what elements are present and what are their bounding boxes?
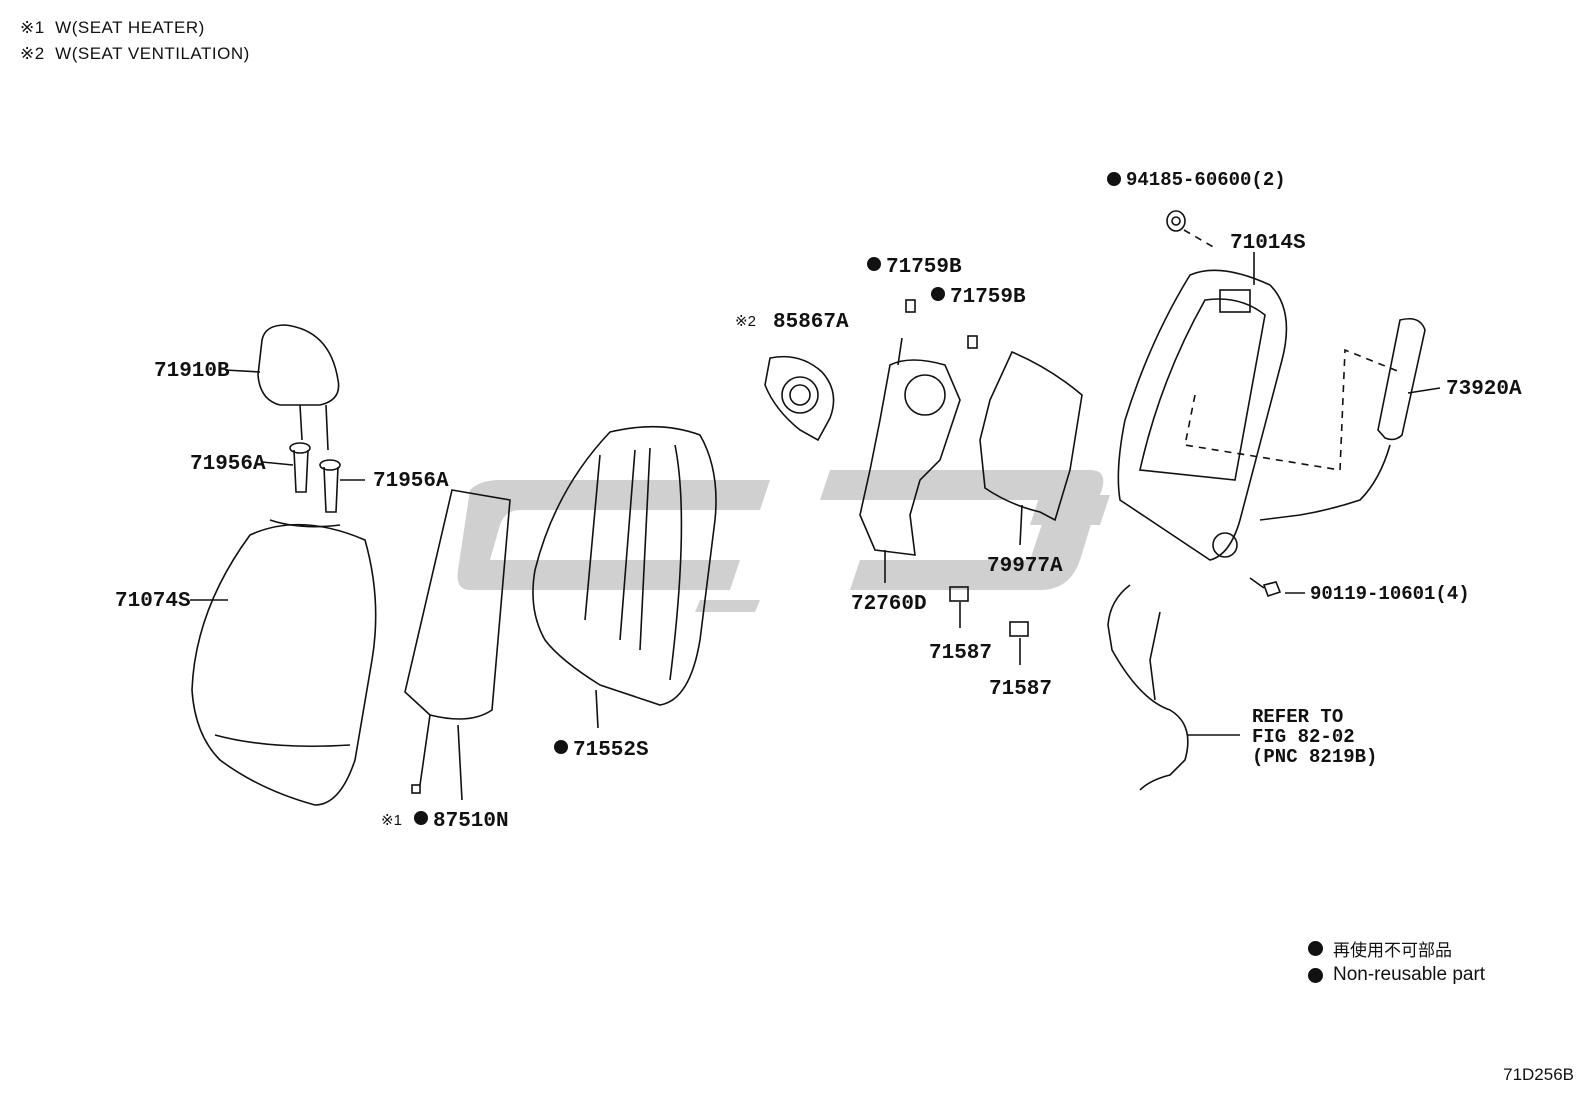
label-73920A[interactable]: 73920A: [1446, 378, 1522, 401]
label-87510N[interactable]: 87510N: [433, 810, 509, 833]
non-reusable-dot: [867, 257, 881, 271]
watermark-logo: [457, 470, 1110, 612]
non-reusable-dot: [554, 740, 568, 754]
label-71759B-upper[interactable]: 71759B: [886, 256, 962, 279]
non-reusable-dot: [414, 811, 428, 825]
label-94185-60600[interactable]: 94185-60600(2): [1126, 169, 1286, 191]
legend-jp-text: 再使用不可部品: [1333, 941, 1452, 961]
clip-lower: [967, 335, 978, 349]
seatback-pad: [532, 425, 717, 706]
headrest: [257, 324, 340, 451]
label-71014S[interactable]: 71014S: [1230, 232, 1306, 255]
figure-code: 71D256B: [1503, 1065, 1574, 1084]
label-85867A[interactable]: 85867A: [773, 311, 849, 334]
legend-en: Non-reusable part: [1308, 964, 1485, 986]
headrest-guide-right: [319, 459, 341, 513]
label-90119-10601[interactable]: 90119-10601(4): [1310, 583, 1470, 605]
dashed-guides: [1183, 229, 1401, 471]
nut: [1166, 210, 1186, 232]
reference-line-1: REFER TO: [1252, 706, 1343, 728]
label-71956A-right[interactable]: 71956A: [373, 470, 449, 493]
drawing-lines: [190, 210, 1441, 806]
label-79977A[interactable]: 79977A: [987, 555, 1063, 578]
connector-upper: [949, 586, 969, 602]
non-reusable-dot: [1107, 172, 1121, 186]
label-71074S[interactable]: 71074S: [115, 590, 191, 613]
note-mark: ※1: [20, 18, 45, 37]
non-reusable-dot: [931, 287, 945, 301]
note-seat-heater: ※1 W(SEAT HEATER): [20, 18, 205, 38]
connector-lower: [1009, 621, 1029, 637]
note-seat-ventilation: ※2 W(SEAT VENTILATION): [20, 44, 250, 64]
note-text: W(SEAT VENTILATION): [55, 44, 250, 63]
note-mark: ※2: [20, 44, 45, 63]
seatback-sheet: [979, 350, 1083, 522]
label-71759B-lower[interactable]: 71759B: [950, 286, 1026, 309]
ventilation-fan: [764, 355, 835, 442]
non-reusable-dot: [1308, 941, 1323, 956]
label-85867A-mark: ※2: [735, 313, 756, 330]
lumbar-support: [859, 337, 961, 556]
legend-jp: 再使用不可部品: [1308, 936, 1452, 961]
reference-line-3[interactable]: (PNC 8219B): [1252, 746, 1377, 768]
seat-heater: [404, 489, 511, 794]
seatback-cover: [191, 523, 377, 806]
label-71552S[interactable]: 71552S: [573, 739, 649, 762]
legend-en-text: Non-reusable part: [1333, 964, 1486, 985]
leader-lines: [190, 252, 1441, 801]
headrest-guide-left: [289, 442, 311, 493]
label-72760D[interactable]: 72760D: [851, 593, 927, 616]
side-airbag: [1259, 317, 1426, 521]
label-71587-upper[interactable]: 71587: [929, 642, 992, 665]
non-reusable-dot: [1308, 967, 1323, 983]
bolt: [1249, 577, 1282, 598]
clip-upper: [905, 299, 916, 313]
label-71587-lower[interactable]: 71587: [989, 678, 1052, 701]
seatback-frame: [1117, 269, 1288, 561]
label-87510N-mark: ※1: [381, 812, 402, 829]
wire-harness: [1107, 584, 1189, 791]
reference-line-2[interactable]: FIG 82-02: [1252, 726, 1355, 748]
note-text: W(SEAT HEATER): [55, 18, 205, 37]
label-71956A-left[interactable]: 71956A: [190, 453, 266, 476]
label-71910B[interactable]: 71910B: [154, 360, 230, 383]
